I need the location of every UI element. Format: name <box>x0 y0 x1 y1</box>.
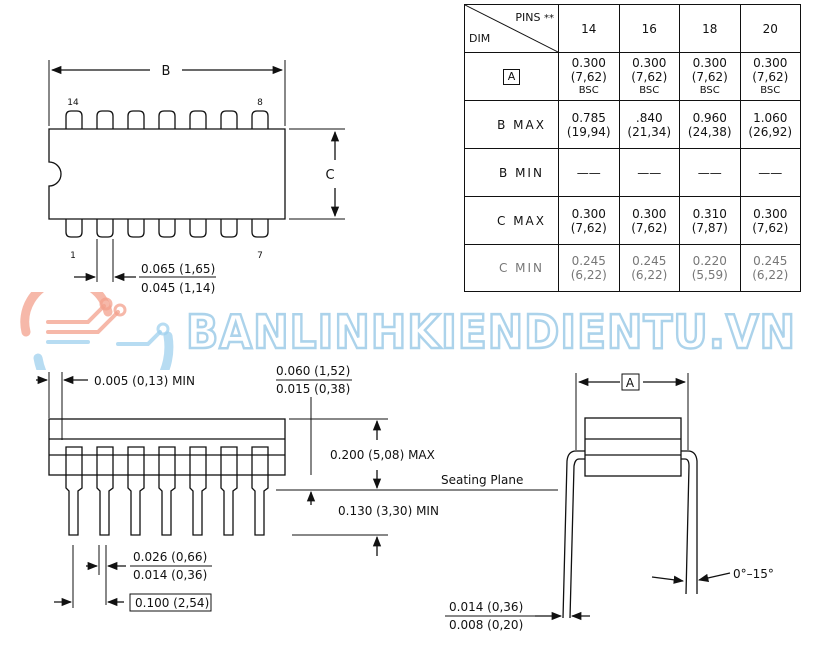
row-b-max: B MAX 0.785(19,94) .840(21,34) 0.960(24,… <box>464 100 801 149</box>
row-label-c-max: C MAX <box>464 196 559 245</box>
row-a: A 0.300(7,62)BSC 0.300(7,62)BSC 0.300(7,… <box>464 52 801 101</box>
lead-width-max: 0.065 (1,65) <box>141 262 215 276</box>
standoff-label: 0.005 (0,13) MIN <box>94 374 195 388</box>
pin-label-1: 1 <box>70 251 76 261</box>
dim-b-label: B <box>162 64 171 79</box>
pin-label-14: 14 <box>67 98 79 108</box>
corner-diagonal <box>465 5 558 52</box>
table-cell: —— <box>558 148 620 197</box>
table-cell: 0.300(7,62) <box>739 196 801 245</box>
pins-header: PINS ** <box>515 11 554 24</box>
row-label-c-min: C MIN <box>464 244 559 292</box>
table-cell: 0.300(7,62)BSC <box>558 52 620 101</box>
table-cell: 0.960(24,38) <box>679 100 741 149</box>
pin-width-max: 0.026 (0,66) <box>133 550 207 564</box>
table-cell: 0.300(7,62) <box>618 196 680 245</box>
side-pins <box>65 446 269 536</box>
table-header-row: PINS ** DIM 14 16 18 20 <box>464 4 801 53</box>
table-cell: 0.300(7,62)BSC <box>679 52 741 101</box>
table-cell: 0.245(6,22) <box>618 244 680 292</box>
table-cell: —— <box>739 148 801 197</box>
table-corner-cell: PINS ** DIM <box>464 4 559 53</box>
row-label-b-max: B MAX <box>464 100 559 149</box>
shoulder-min: 0.015 (0,38) <box>276 382 350 396</box>
column-header-14: 14 <box>558 4 620 53</box>
end-view-text: A 0°–15° 0.014 (0,36) 0.008 (0,20) <box>449 376 774 632</box>
column-header-16: 16 <box>618 4 680 53</box>
dim-c-label: C <box>325 168 334 183</box>
end-view <box>445 373 731 621</box>
row-label-b-min: B MIN <box>464 148 559 197</box>
row-c-min: C MIN 0.245(6,22) 0.245(6,22) 0.220(5,59… <box>464 244 801 292</box>
angle-label: 0°–15° <box>733 567 774 581</box>
table-cell: 0.300(7,62)BSC <box>618 52 680 101</box>
pin-label-7: 7 <box>257 251 263 261</box>
table-cell: 0.300(7,62)BSC <box>739 52 801 101</box>
row-label-a: A <box>464 52 559 101</box>
row-c-max: C MAX 0.300(7,62) 0.300(7,62) 0.310(7,87… <box>464 196 801 245</box>
lead-length-min: 0.130 (3,30) MIN <box>338 504 439 518</box>
thickness-max: 0.014 (0,36) <box>449 600 523 614</box>
row-b-min: B MIN —— —— —— —— <box>464 148 801 197</box>
table-cell: 0.785(19,94) <box>558 100 620 149</box>
height-max: 0.200 (5,08) MAX <box>330 448 435 462</box>
table-cell: —— <box>679 148 741 197</box>
pin-label-8: 8 <box>257 98 263 108</box>
table-cell: 0.310(7,87) <box>679 196 741 245</box>
shoulder-max: 0.060 (1,52) <box>276 364 350 378</box>
side-view-text: 0.005 (0,13) MIN 0.060 (1,52) 0.015 (0,3… <box>94 364 523 610</box>
table-cell: 0.245(6,22) <box>558 244 620 292</box>
lead-width-min: 0.045 (1,14) <box>141 281 215 295</box>
table-cell: .840(21,34) <box>618 100 680 149</box>
table-cell: 0.220(5,59) <box>679 244 741 292</box>
column-header-18: 18 <box>679 4 741 53</box>
column-header-20: 20 <box>739 4 801 53</box>
dimension-table: PINS ** DIM 14 16 18 20 A 0.300(7,62)BSC… <box>464 4 801 292</box>
pin-width-min: 0.014 (0,36) <box>133 568 207 582</box>
top-pins <box>65 110 269 129</box>
table-cell: —— <box>618 148 680 197</box>
dim-header: DIM <box>469 32 491 45</box>
top-view-text: B C 14 8 1 7 0.065 (1,65) 0.045 (1,14) <box>67 64 334 295</box>
pitch-label: 0.100 (2,54) <box>135 596 209 610</box>
bottom-pins <box>65 219 269 238</box>
table-cell: 1.060(26,92) <box>739 100 801 149</box>
dim-a-label: A <box>626 376 635 390</box>
side-view <box>36 372 558 612</box>
thickness-min: 0.008 (0,20) <box>449 618 523 632</box>
top-view <box>48 60 345 282</box>
table-cell: 0.300(7,62) <box>558 196 620 245</box>
table-cell: 0.245(6,22) <box>739 244 801 292</box>
seating-plane: Seating Plane <box>441 473 523 487</box>
